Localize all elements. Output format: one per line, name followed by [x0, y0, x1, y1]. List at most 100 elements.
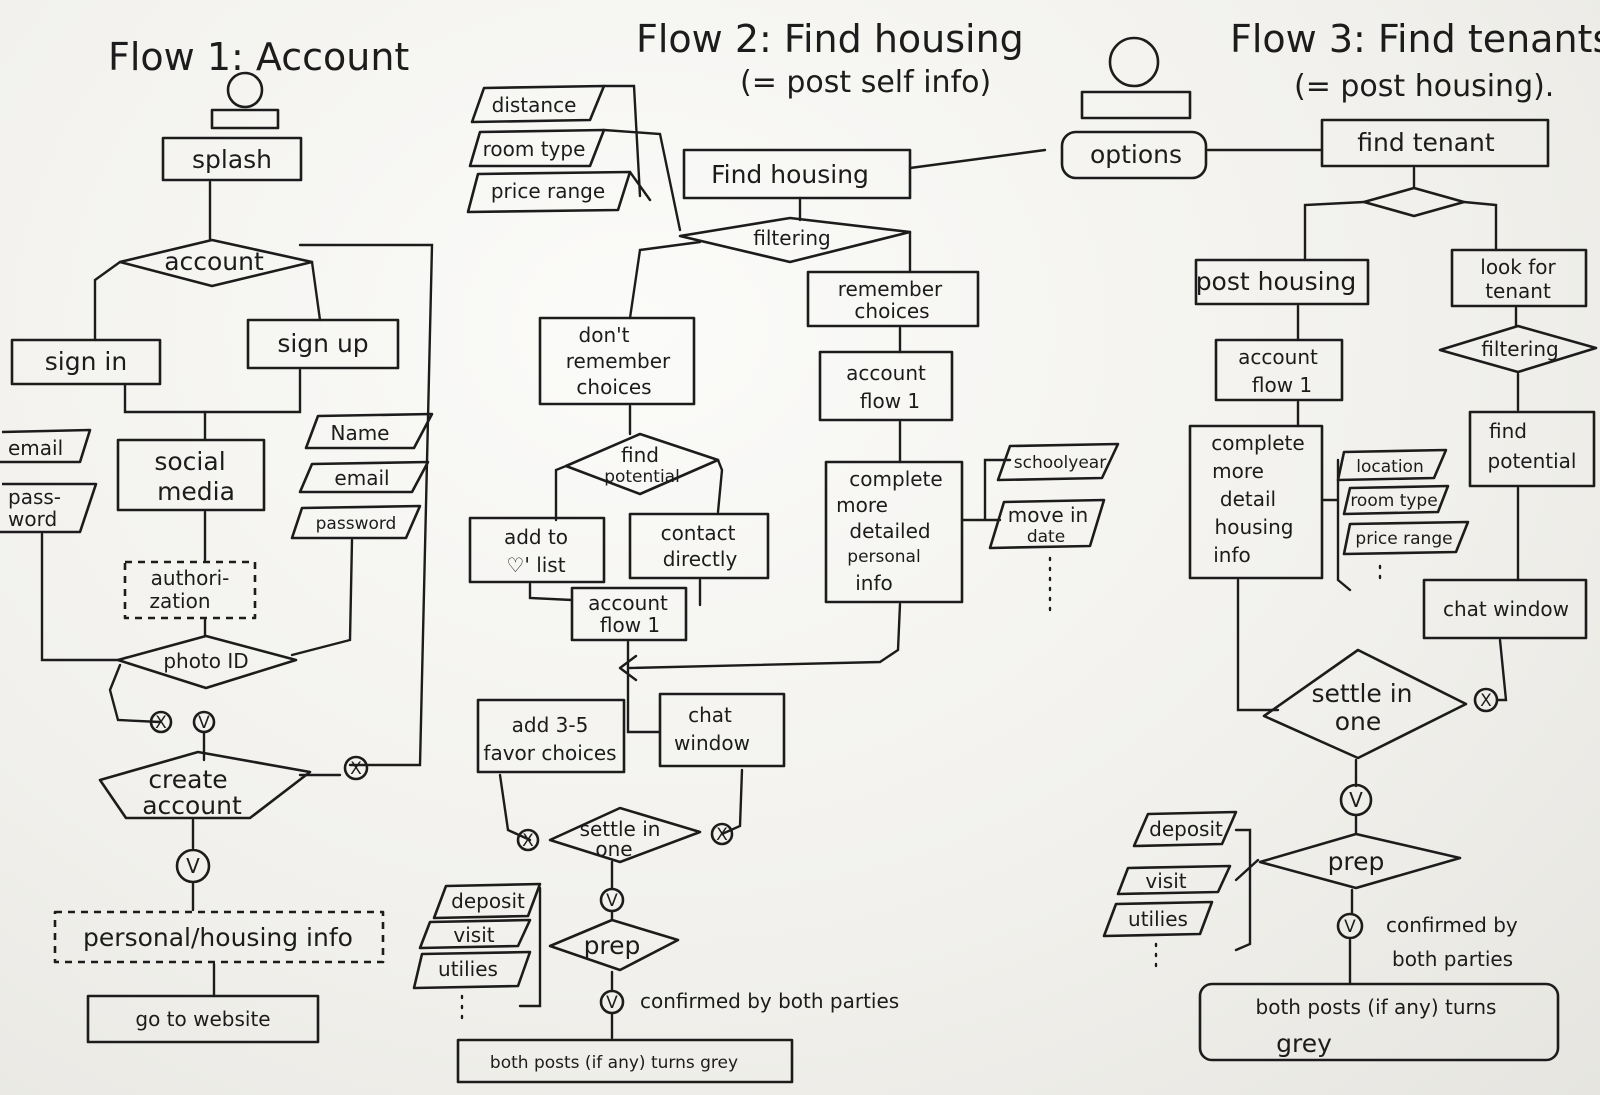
- check-mark: V: [606, 891, 618, 911]
- room-type-shape: [1342, 484, 1450, 516]
- settle-label-1: settle in: [580, 817, 661, 841]
- create-label-1: create: [148, 765, 227, 794]
- email-label: email: [8, 436, 63, 460]
- distance-filter-shape: [470, 84, 606, 124]
- flow3-title: Flow 3: Find tenants: [1230, 17, 1600, 61]
- settle-label-2: one: [595, 837, 632, 861]
- splash-box: [161, 136, 303, 182]
- personal-housing-info-box: [53, 910, 385, 964]
- af-small-label-1: account: [588, 591, 668, 615]
- distance-label: distance: [492, 93, 577, 117]
- add35-label-2: favor choices: [483, 741, 616, 765]
- password-signup-shape: [290, 504, 422, 540]
- visit-shape: [1116, 864, 1232, 896]
- chat-label-1: chat: [688, 703, 732, 727]
- post-housing-label: post housing: [1196, 267, 1357, 296]
- f3-af-label-2: flow 1: [1252, 373, 1312, 397]
- contact-label-1: contact: [661, 521, 736, 545]
- chat-window-box: [658, 692, 786, 768]
- prep-label: prep: [584, 931, 641, 960]
- f3-cm-label-2: more: [1212, 459, 1264, 483]
- options-box: [1060, 130, 1208, 180]
- cross-mark: X: [155, 713, 167, 733]
- cross-mark: X: [522, 831, 534, 851]
- look-label-1: look for: [1480, 255, 1556, 279]
- location-shape: [1336, 448, 1448, 482]
- photo-id-decision: [116, 634, 298, 690]
- remember-label-2: choices: [854, 299, 929, 323]
- dont-label-3: choices: [576, 375, 651, 399]
- account-flow1-small-box: [570, 586, 688, 642]
- look-label-2: tenant: [1485, 279, 1551, 303]
- account-flow-label-1: account: [846, 361, 926, 385]
- visit-label: visit: [453, 923, 494, 947]
- deposit-shape: [1132, 810, 1238, 848]
- sign-in-label: sign in: [45, 347, 127, 376]
- prep-decision: [548, 918, 680, 972]
- chat-label-2: window: [674, 731, 750, 755]
- sign-up-label: sign up: [277, 329, 368, 358]
- f3-cm-label-3: detail: [1220, 487, 1276, 511]
- f3-price-range-label: price range: [1355, 529, 1452, 549]
- email-signup-shape: [298, 460, 430, 494]
- grey-label: both posts (if any) turns grey: [490, 1053, 738, 1073]
- account-label: account: [164, 247, 264, 276]
- password-label-1: pass-: [8, 485, 61, 509]
- user-icon: [1080, 36, 1192, 120]
- sign-in-box: [10, 338, 162, 386]
- contact-label-2: directly: [663, 547, 738, 571]
- contact-directly-box: [628, 512, 770, 580]
- complete-label-2: more: [836, 493, 888, 517]
- email-input-shape: [0, 428, 92, 464]
- dont-label-1: don't: [579, 323, 630, 347]
- f3-confirmed-label-1: confirmed by: [1386, 913, 1518, 937]
- add-list-label-1: add to: [504, 525, 568, 549]
- f3-confirmed-label-2: both parties: [1392, 947, 1513, 971]
- school-year-label: schoolyear: [1014, 453, 1106, 473]
- filtering-decision: [1438, 324, 1598, 374]
- find-potential-label-2: potential: [604, 467, 680, 487]
- cross-icon: [343, 755, 369, 781]
- flow1-title: Flow 1: Account: [108, 35, 409, 79]
- tenant-decision: [1362, 186, 1466, 218]
- f3-grey-label-2: grey: [1276, 1029, 1332, 1058]
- user-icon: [210, 71, 280, 130]
- check-icon: [1336, 912, 1364, 940]
- utilies-label: utilies: [438, 957, 498, 981]
- remember-label-1: remember: [838, 277, 943, 301]
- account-flow-label-2: flow 1: [860, 389, 920, 413]
- authorization-label-2: zation: [149, 589, 210, 613]
- room-type-filter-shape: [468, 128, 606, 168]
- confirmed-label: confirmed by both parties: [640, 989, 899, 1013]
- move-in-date-shape: [988, 498, 1106, 550]
- check-icon: [175, 848, 211, 884]
- move-in-label-1: move in: [1008, 503, 1088, 527]
- settle-in-one-decision: [1262, 648, 1468, 760]
- prep-decision: [1258, 832, 1462, 890]
- school-year-shape: [996, 442, 1120, 482]
- add-favor-choices-box: [476, 698, 626, 774]
- find-housing-box: [682, 148, 912, 200]
- social-label-2: media: [157, 477, 235, 506]
- chat-window-box: [1422, 578, 1588, 640]
- add-to-list-box: [468, 516, 606, 584]
- price-range-label: price range: [491, 179, 605, 203]
- visit-shape: [418, 918, 532, 950]
- af-small-label-2: flow 1: [600, 613, 660, 637]
- deposit-shape: [432, 882, 542, 920]
- cross-mark: X: [350, 759, 362, 779]
- find-potential-box: [1468, 410, 1596, 488]
- check-mark: V: [198, 713, 210, 733]
- complete-label-5: info: [855, 571, 893, 595]
- password-label-2: word: [8, 507, 57, 531]
- flow3-subtitle: (= post housing).: [1294, 69, 1554, 104]
- account-flow1-box: [1214, 338, 1344, 402]
- f3-visit-label: visit: [1145, 869, 1186, 893]
- splash-label: splash: [192, 145, 272, 174]
- cross-mark: X: [1480, 691, 1492, 711]
- check-mark: V: [606, 993, 618, 1013]
- f3-cm-label-4: housing: [1215, 515, 1294, 539]
- f3-find-label-2: potential: [1488, 449, 1577, 473]
